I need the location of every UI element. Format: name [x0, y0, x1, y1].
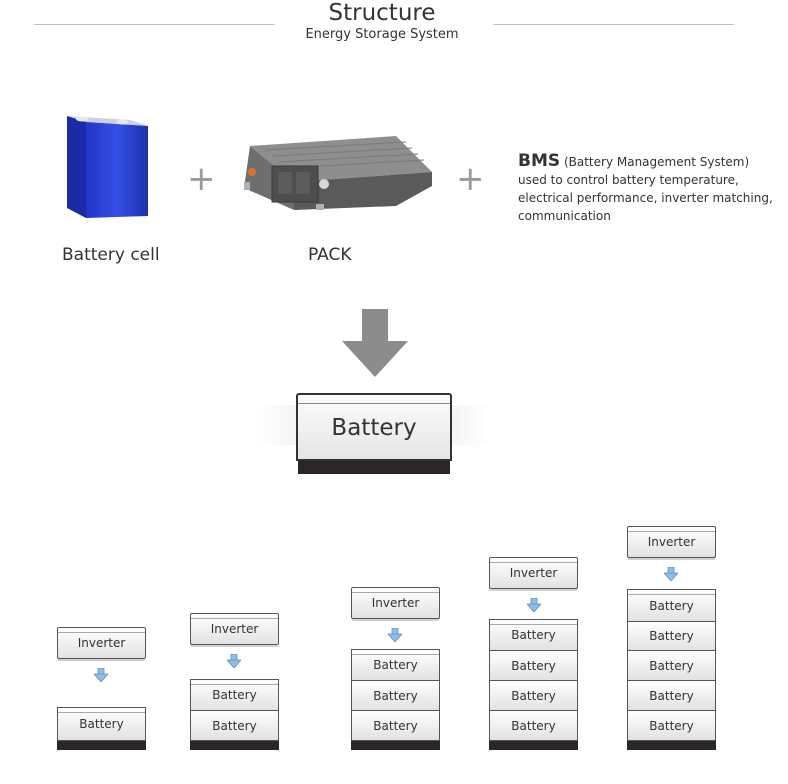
stack-1-inverter: Inverter	[57, 627, 146, 659]
stack-5-battery-3: Battery	[627, 650, 716, 681]
battery-module-label: Battery	[79, 717, 124, 731]
stack-4-battery-4: Battery	[489, 710, 578, 741]
inverter-label: Inverter	[371, 596, 420, 610]
battery-module-label: Battery	[649, 658, 694, 673]
bms-description: BMS (Battery Management System) used to …	[518, 152, 778, 225]
page-subtitle: Energy Storage System	[305, 27, 459, 42]
page-title: Structure	[328, 0, 436, 26]
inverter-label: Inverter	[647, 535, 696, 549]
battery-module-label: Battery	[511, 688, 556, 703]
stack-4-arrow-icon	[527, 598, 541, 612]
inverter-label: Inverter	[509, 566, 558, 580]
bms-desc-line-1: used to control battery temperature,	[518, 173, 739, 187]
battery-module-label: Battery	[649, 688, 694, 703]
stack-4-base	[489, 741, 578, 750]
battery-unit: Battery	[296, 393, 452, 474]
battery-module-label: Battery	[212, 688, 257, 702]
pack-caption: PACK	[308, 245, 352, 265]
stack-5-battery-4: Battery	[627, 680, 716, 711]
battery-module-label: Battery	[373, 688, 418, 703]
bms-title: BMS	[518, 151, 561, 171]
battery-module-label: Battery	[511, 658, 556, 673]
stack-2-battery-1: Battery	[190, 679, 279, 711]
header-divider-right	[493, 24, 734, 25]
stack-2-battery-2: Battery	[190, 710, 279, 741]
stack-1-arrow-icon	[94, 668, 108, 682]
pack-image	[244, 136, 432, 210]
inverter-label: Inverter	[77, 636, 126, 650]
plus-sign-2: +	[456, 159, 485, 199]
battery-module-label: Battery	[649, 718, 694, 733]
battery-module-label: Battery	[373, 658, 418, 672]
stack-5-base	[627, 741, 716, 750]
stack-2-base	[190, 741, 279, 750]
stack-4-battery-2: Battery	[489, 650, 578, 681]
battery-module-label: Battery	[373, 718, 418, 733]
stack-2-arrow-icon	[227, 654, 241, 668]
stack-4-battery-3: Battery	[489, 680, 578, 711]
stack-5-arrow-icon	[664, 567, 678, 581]
inverter-label: Inverter	[210, 622, 259, 636]
battery-module-label: Battery	[649, 629, 694, 643]
battery-module-label: Battery	[649, 598, 694, 613]
stack-5-inverter: Inverter	[627, 526, 716, 558]
battery-cell-caption: Battery cell	[62, 245, 160, 265]
bms-desc-line-2: electrical performance, inverter matchin…	[518, 191, 773, 205]
stack-4-inverter: Inverter	[489, 557, 578, 589]
battery-cell-image	[67, 116, 148, 218]
battery-body	[296, 393, 452, 461]
plus-sign-1: +	[187, 159, 216, 199]
battery-module-label: Battery	[212, 718, 257, 733]
stack-3-battery-3: Battery	[351, 710, 440, 741]
stack-1-base	[57, 741, 146, 750]
battery-label: Battery	[331, 415, 417, 441]
stack-5-battery-2: Battery	[627, 621, 716, 651]
stack-3-battery-2: Battery	[351, 680, 440, 711]
stack-3-arrow-icon	[388, 628, 402, 642]
stack-3-inverter: Inverter	[351, 587, 440, 619]
stack-4-battery-1: Battery	[489, 619, 578, 651]
stack-5-battery-1: Battery	[627, 589, 716, 622]
stack-5-battery-5: Battery	[627, 710, 716, 741]
stack-3-battery-1: Battery	[351, 649, 440, 681]
battery-module-label: Battery	[511, 628, 556, 642]
header-divider-left	[34, 24, 275, 25]
battery-module-label: Battery	[511, 718, 556, 733]
stack-1-battery-1: Battery	[57, 707, 146, 741]
bms-fullname: (Battery Management System)	[563, 155, 750, 169]
bms-desc-line-3: communication	[518, 209, 611, 223]
stack-3-base	[351, 741, 440, 750]
down-arrow-icon	[342, 309, 408, 377]
stack-2-inverter: Inverter	[190, 613, 279, 645]
